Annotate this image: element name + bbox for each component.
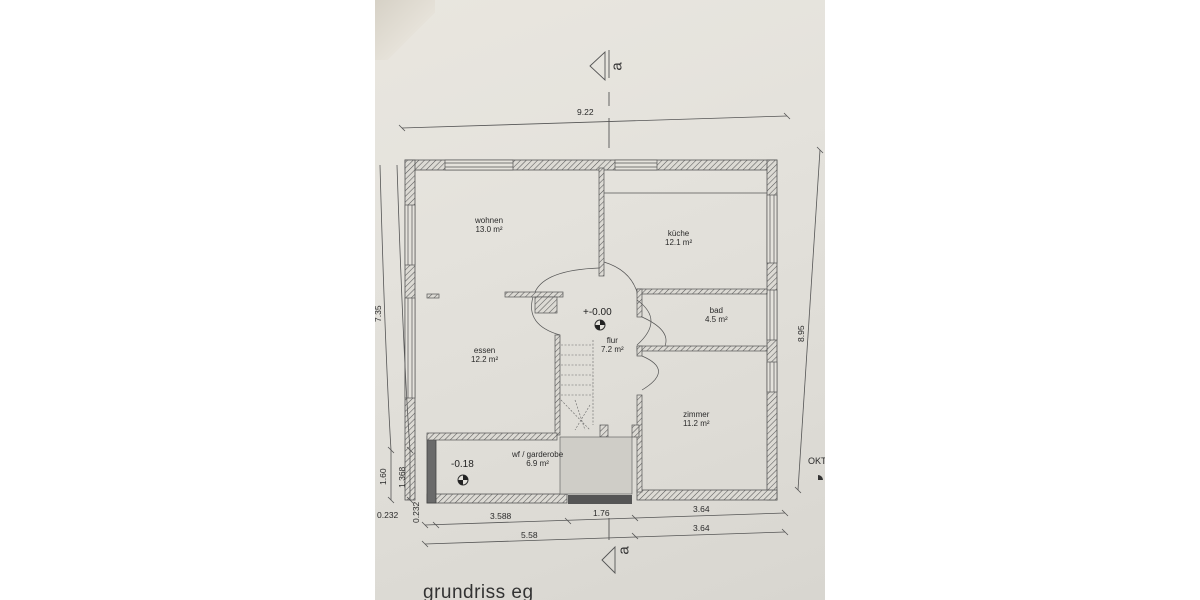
room-area: 4.5 m² [705,315,728,325]
dimension-bottom-5: 3.64 [693,523,710,533]
room-area: 13.0 m² [475,225,503,235]
paper-fold [375,0,435,60]
room-wf-garderobe: wf / garderobe 6.9 m² [512,450,563,468]
room-name: küche [667,229,690,238]
dimension-right-label: 8.95 [796,325,806,342]
dimension-bottom-2: 1.76 [593,508,610,518]
room-zimmer: zimmer 11.2 m² [683,410,710,428]
entry-threshold [568,495,632,504]
level-symbol-garderobe [457,474,469,486]
section-line [589,50,616,575]
room-kueche: küche 12.1 m² [665,229,692,247]
room-name: wohnen [475,216,504,225]
windows [404,159,778,399]
room-area: 11.2 m² [683,419,710,429]
dimension-left-lower-outer: 1.60 [378,468,388,485]
room-name: essen [473,346,496,355]
room-area: 6.9 m² [526,459,549,469]
dimension-left-bottom-outer: 0.232 [377,510,399,520]
level-symbol-flur [594,319,606,331]
room-name: bad [709,306,724,315]
room-essen: essen 12.2 m² [471,346,498,364]
dimension-left [379,164,414,504]
section-marker-bottom: a [615,546,633,555]
dimension-left-upper: 7.35 [375,305,383,322]
staircase [560,340,594,431]
room-name: zimmer [683,410,710,419]
room-name: wf / garderobe [512,450,564,459]
dimension-left-lower-inner: 1.368 [397,466,407,488]
dimension-bottom [421,509,789,548]
interior-walls [426,167,768,493]
room-area: 12.1 m² [665,238,693,248]
level-garderobe: -0.18 [451,459,474,470]
dimension-bottom-1: 3.588 [490,511,512,521]
entry-floor [559,436,633,495]
room-wohnen: wohnen 13.0 m² [475,216,503,234]
dimension-top-label: 9.22 [577,107,594,117]
room-area: 7.2 m² [601,345,624,355]
room-bad: bad 4.5 m² [705,306,728,324]
section-marker-top: a [608,62,626,71]
dimension-right [794,146,824,494]
room-area: 12.2 m² [471,355,499,365]
floor-plan-photo: a a 9.22 wohnen 13.0 m² küche 12.1 m² ba… [375,0,825,600]
drawing-title: grundriss eg [423,582,534,600]
dimension-bottom-3: 3.64 [693,504,710,514]
dimension-top [398,112,791,132]
okt-level-symbol [818,475,823,480]
okt-label: OKT [808,456,825,466]
room-flur: flur 7.2 m² [601,336,624,354]
dimension-left-bottom-inner: 0.232 [411,501,421,523]
room-name: flur [606,336,618,345]
floor-plan-drawing [379,50,824,575]
dimension-bottom-4: 5.58 [521,530,538,540]
level-flur: +-0.00 [583,307,612,318]
